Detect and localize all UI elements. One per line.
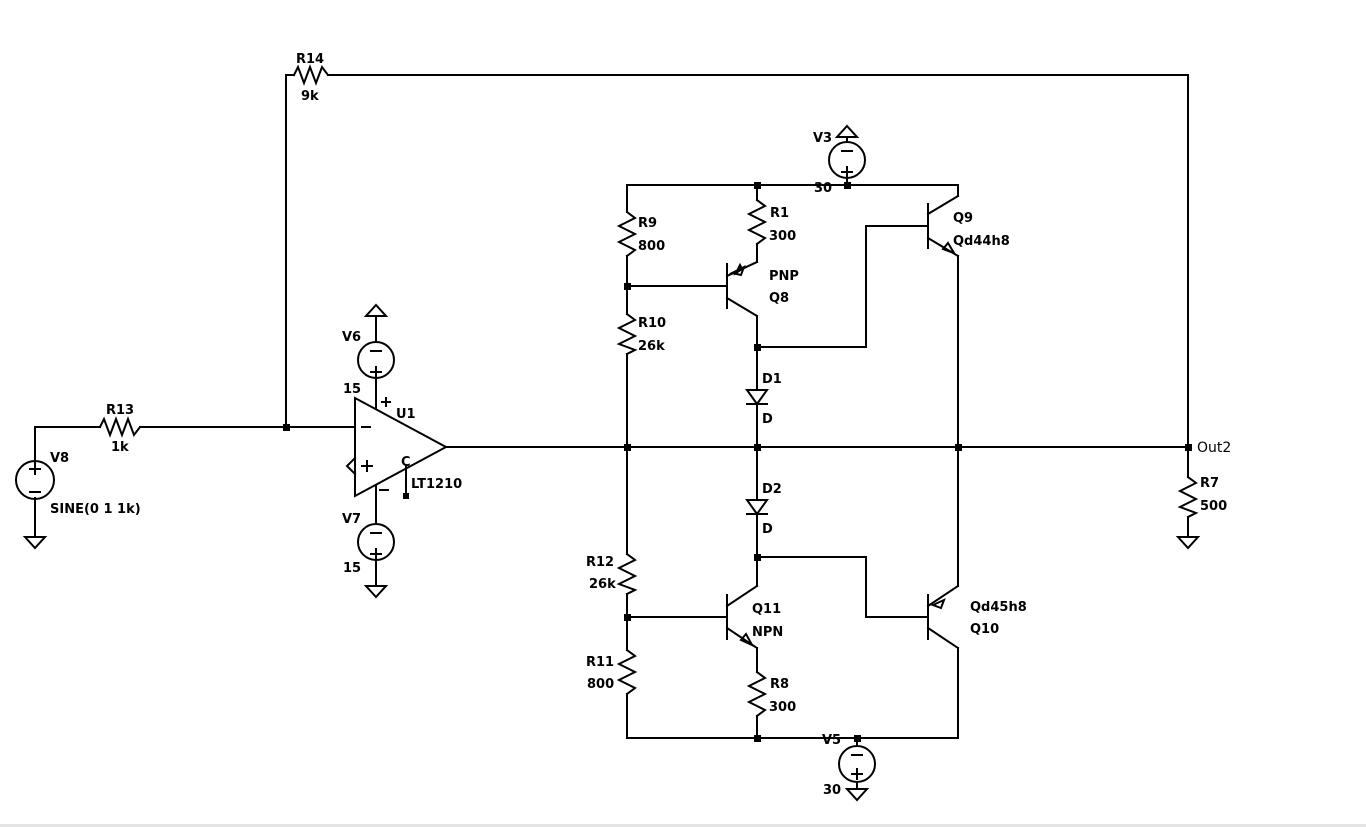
label-q10-ref: Q10 (970, 622, 999, 637)
opamp-u1 (345, 396, 449, 499)
label-d2-value: D (762, 522, 773, 537)
transistor-q8 (725, 260, 759, 318)
label-d1-ref: D1 (762, 372, 782, 387)
diode-d1 (745, 389, 769, 406)
label-q11-value: NPN (752, 625, 783, 640)
label-v7-ref: V7 (342, 512, 361, 527)
ground-v8 (22, 536, 48, 550)
voltage-source-v6 (357, 341, 395, 379)
label-r7-value: 500 (1200, 499, 1227, 514)
label-q9-value: Qd44h8 (953, 234, 1010, 249)
voltage-source-v3 (828, 141, 866, 179)
resistor-r14 (292, 64, 330, 86)
voltage-source-v5 (838, 745, 876, 783)
label-v5-ref: V5 (822, 733, 841, 748)
label-r8-value: 300 (769, 700, 796, 715)
diode-d2 (745, 489, 769, 516)
label-r1-ref: R1 (770, 206, 789, 221)
label-r13-value: 1k (111, 440, 129, 455)
resistor-r10 (616, 312, 638, 356)
label-r12-ref: R12 (586, 555, 614, 570)
junction-dots (283, 182, 1192, 742)
transistor-q9 (926, 194, 960, 258)
supply-arrow-v6 (363, 303, 389, 343)
label-v5-value: 30 (823, 783, 841, 798)
label-d1-value: D (762, 412, 773, 427)
resistor-r1 (746, 198, 768, 246)
label-r11-value: 800 (587, 677, 614, 692)
label-r13-ref: R13 (106, 403, 134, 418)
label-net-out2: Out2 (1197, 440, 1231, 456)
label-r1-value: 300 (769, 229, 796, 244)
resistor-r11 (616, 648, 638, 696)
label-v6-ref: V6 (342, 330, 361, 345)
resistor-r7 (1177, 475, 1199, 519)
wires (34, 74, 1189, 747)
resistor-r9 (616, 210, 638, 258)
label-d2-ref: D2 (762, 482, 782, 497)
label-q8-ref: Q8 (769, 291, 789, 306)
label-u1-value: LT1210 (411, 477, 462, 492)
voltage-source-v7 (357, 523, 395, 561)
label-v3-ref: V3 (813, 131, 832, 146)
label-u1-ref: U1 (396, 407, 416, 422)
supply-arrow-v3 (834, 124, 860, 143)
resistor-r13 (98, 416, 142, 438)
label-q11-ref: Q11 (752, 602, 781, 617)
label-v6-value: 15 (343, 382, 361, 397)
transistor-q11 (725, 584, 759, 650)
component-labels: R14 9k R13 1k V8 SINE(0 1 1k) V6 15 V7 1… (50, 52, 1231, 798)
label-q9-ref: Q9 (953, 211, 973, 226)
label-r14-ref: R14 (296, 52, 324, 67)
voltage-source-v8 (15, 460, 55, 500)
ground-v7 (363, 585, 389, 599)
resistor-r8 (746, 670, 768, 718)
transistor-q10 (926, 584, 960, 650)
label-q10-value: Qd45h8 (970, 600, 1027, 615)
label-r10-ref: R10 (638, 316, 666, 331)
resistor-r12 (616, 552, 638, 596)
label-r11-ref: R11 (586, 655, 614, 670)
label-r9-value: 800 (638, 239, 665, 254)
label-r8-ref: R8 (770, 677, 789, 692)
ground-v5 (844, 781, 870, 802)
label-u1-pin-c: C (401, 455, 411, 470)
label-r12-value: 26k (589, 577, 616, 592)
label-r14-value: 9k (301, 89, 319, 104)
label-v7-value: 15 (343, 561, 361, 576)
label-r9-ref: R9 (638, 216, 657, 231)
label-r10-value: 26k (638, 339, 665, 354)
label-r7-ref: R7 (1200, 476, 1219, 491)
label-v8-value: SINE(0 1 1k) (50, 502, 141, 517)
ground-r7 (1175, 536, 1201, 550)
label-q8-value: PNP (769, 269, 799, 284)
label-v8-ref: V8 (50, 451, 69, 466)
bottom-scrollbar-strip (0, 824, 1366, 827)
label-v3-value: 30 (814, 181, 832, 196)
